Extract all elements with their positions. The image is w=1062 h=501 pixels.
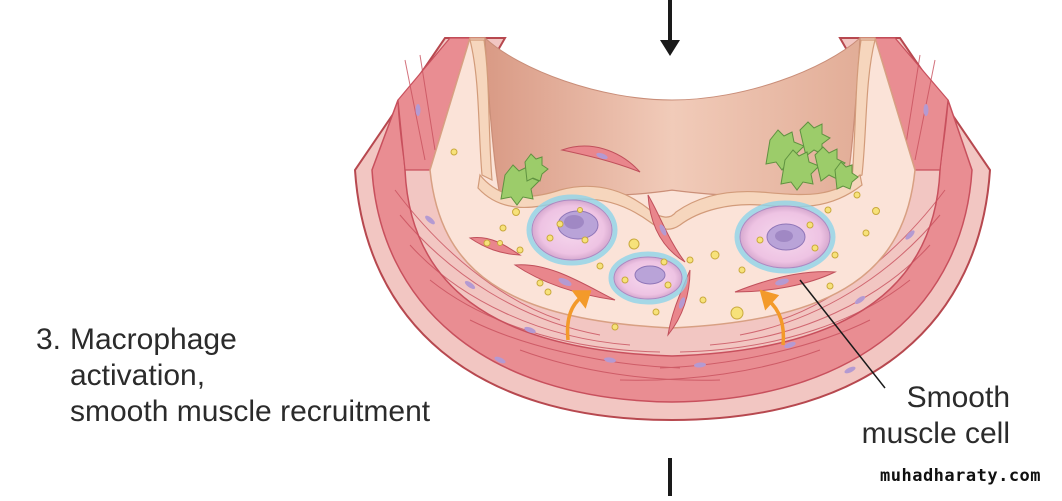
platelet-cluster-left bbox=[500, 153, 549, 206]
macrophage-center bbox=[608, 251, 688, 305]
recruitment-arrow-right bbox=[759, 289, 786, 346]
macrophage-right bbox=[734, 200, 836, 274]
smooth-muscle-cell-label: Smooth muscle cell bbox=[840, 380, 1010, 452]
media-nuclei bbox=[415, 104, 929, 374]
smc-nuclei bbox=[558, 152, 789, 309]
step-number: 3. bbox=[36, 323, 62, 356]
caption-line-2: activation, bbox=[70, 359, 206, 392]
smooth-muscle-leader-line bbox=[799, 279, 886, 389]
caption-line-3: smooth muscle recruitment bbox=[70, 395, 431, 428]
recruitment-arrow-left bbox=[565, 290, 592, 341]
smc-label-line-1: Smooth bbox=[906, 381, 1010, 414]
caption-line-1: 3.Macrophage bbox=[36, 322, 430, 358]
smc-label-line-2: muscle cell bbox=[861, 417, 1010, 450]
lipid-droplets bbox=[450, 148, 880, 331]
step-caption: 3.Macrophage activation, smooth muscle r… bbox=[36, 322, 430, 430]
watermark: muhadharaty.com bbox=[880, 466, 1042, 486]
macrophage-left bbox=[526, 194, 618, 266]
top-down-arrow bbox=[660, 0, 680, 56]
caption-line1-text: Macrophage bbox=[70, 323, 237, 356]
platelet-cluster-right bbox=[765, 121, 859, 191]
